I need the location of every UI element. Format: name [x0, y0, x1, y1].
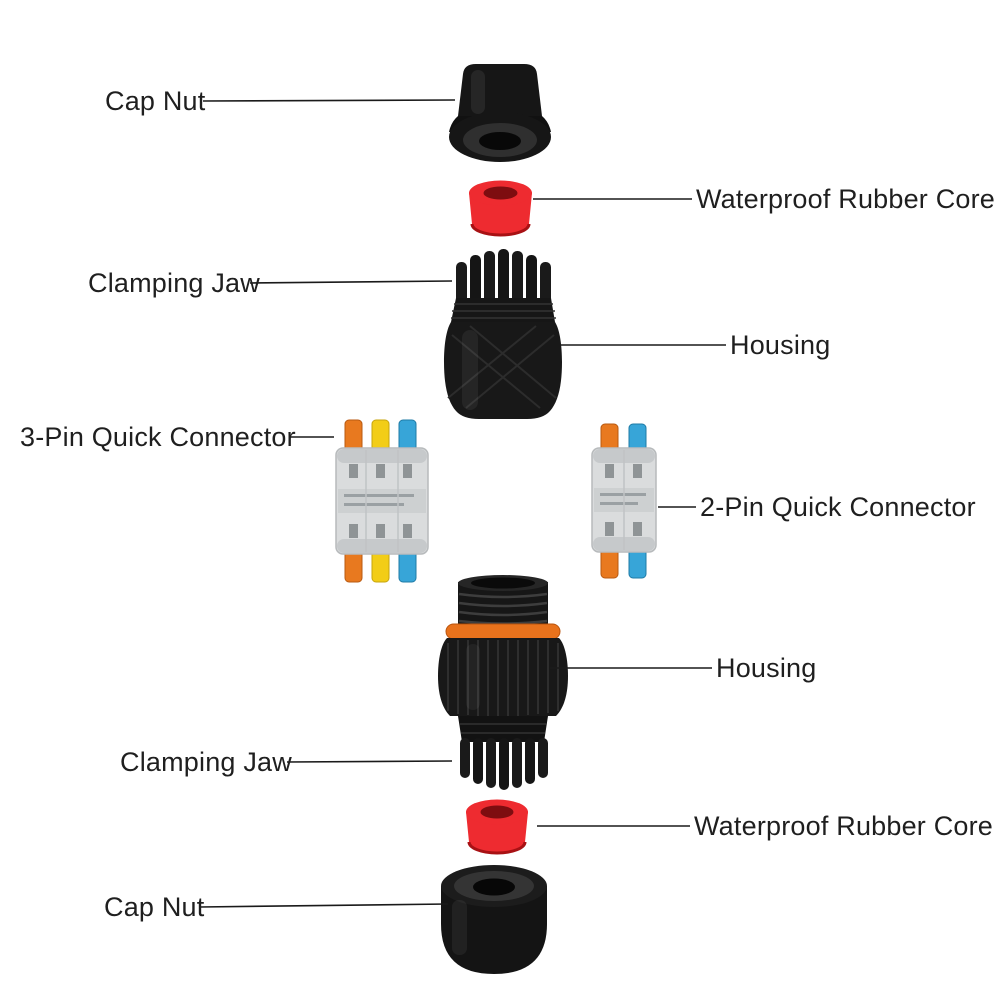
label-three-pin-connector: 3-Pin Quick Connector — [20, 422, 296, 452]
label-cap-nut-bottom: Cap Nut — [104, 892, 205, 922]
clamping-jaw-bottom-part — [460, 738, 548, 790]
leader-clamping-jaw-top — [249, 280, 453, 284]
rubber-core-bottom-part — [466, 799, 528, 855]
label-clamping-jaw-bottom: Clamping Jaw — [120, 747, 292, 777]
three-pin-quick-connector-part — [335, 419, 429, 583]
two-pin-quick-connector-part — [591, 423, 657, 579]
label-clamping-jaw-top: Clamping Jaw — [88, 268, 260, 298]
cap-nut-top-part — [449, 64, 551, 162]
label-housing-bottom: Housing — [716, 653, 817, 683]
housing-top-part — [444, 298, 562, 419]
leader-clamping-jaw-bottom — [286, 760, 453, 763]
label-housing-top: Housing — [730, 330, 831, 360]
clamping-jaw-top-part — [456, 249, 551, 304]
label-rubber-core-top: Waterproof Rubber Core — [696, 184, 996, 214]
leader-cap-nut-bottom — [199, 903, 449, 908]
cap-nut-bottom-part — [441, 865, 547, 974]
housing-bottom-part — [438, 575, 568, 742]
rubber-core-top-part — [469, 180, 532, 237]
label-two-pin-connector: 2-Pin Quick Connector — [700, 492, 976, 522]
label-rubber-core-bottom: Waterproof Rubber Core — [694, 811, 994, 841]
leader-cap-nut-top — [202, 99, 456, 102]
label-cap-nut-top: Cap Nut — [105, 86, 206, 116]
